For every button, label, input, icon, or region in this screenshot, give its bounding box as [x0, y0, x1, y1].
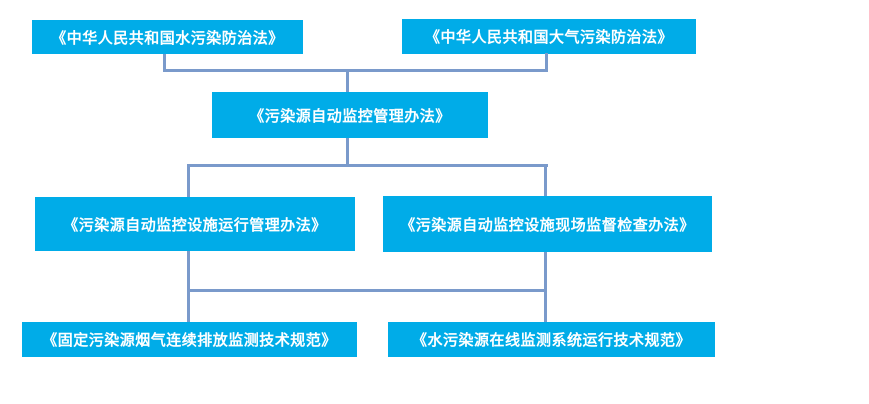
node-auto-monitoring-measures: 《污染源自动监控管理办法》 — [212, 92, 488, 138]
node-flue-gas-cems-spec: 《固定污染源烟气连续排放监测技术规范》 — [22, 322, 357, 357]
connector-middle-drop — [346, 138, 349, 167]
connector-split-bar — [187, 164, 548, 167]
connector-bottom-right-drop — [544, 252, 547, 322]
node-air-pollution-law: 《中华人民共和国大气污染防治法》 — [402, 19, 696, 54]
connector-bottom-left-drop — [187, 251, 190, 322]
connector-air-law-drop — [545, 53, 548, 72]
node-facility-operation-measures: 《污染源自动监控设施运行管理办法》 — [35, 197, 355, 251]
node-onsite-inspection-measures: 《污染源自动监控设施现场监督检查办法》 — [383, 196, 712, 252]
connector-split-right-drop — [544, 164, 547, 196]
node-water-pollution-law: 《中华人民共和国水污染防治法》 — [32, 20, 303, 54]
connector-bottom-cross-bar — [187, 289, 547, 292]
connector-top-merge-bar — [163, 69, 548, 72]
connector-water-law-drop — [163, 54, 166, 72]
node-water-online-monitoring-spec: 《水污染源在线监测系统运行技术规范》 — [388, 322, 715, 357]
connector-split-left-drop — [187, 164, 190, 197]
connector-merge-to-middle — [346, 69, 349, 92]
